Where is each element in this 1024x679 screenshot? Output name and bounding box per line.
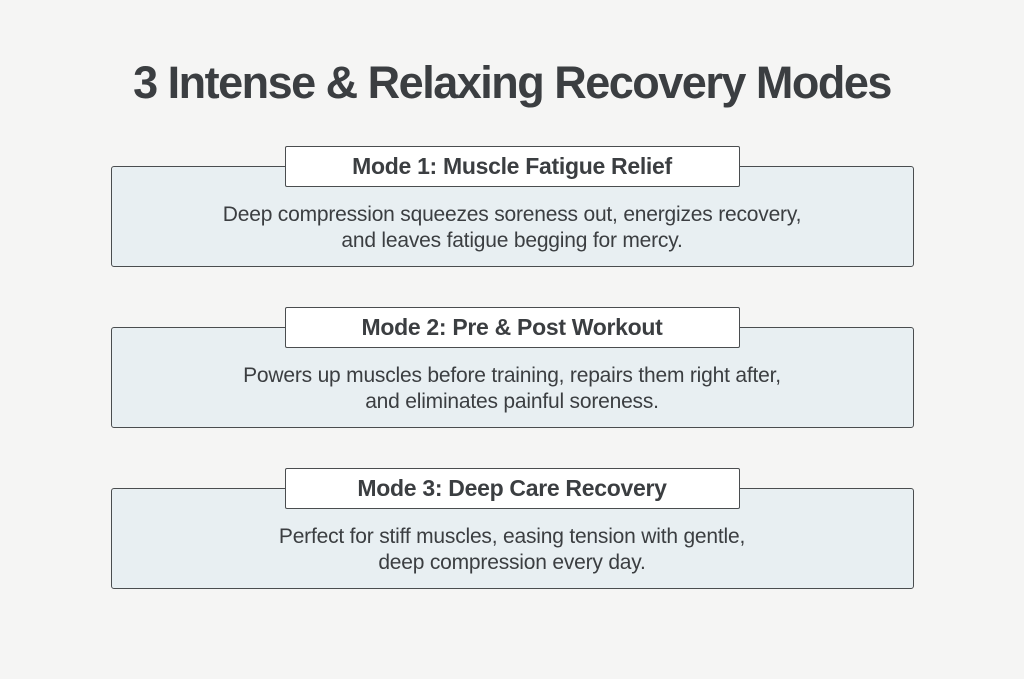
mode-3-badge-label: Mode 3: Deep Care Recovery — [357, 474, 667, 501]
mode-1-description-line-1: Deep compression squeezes soreness out, … — [222, 202, 802, 226]
mode-1-description-line-2: and leaves fatigue begging for mercy. — [341, 228, 683, 252]
page-title: 3 Intense & Relaxing Recovery Modes — [133, 57, 892, 108]
mode-2-description-line-1: Powers up muscles before training, repai… — [243, 363, 781, 387]
mode-3-description-line-2: deep compression every day. — [378, 550, 646, 574]
mode-2-badge: Mode 2: Pre & Post Workout — [284, 306, 740, 348]
mode-1-badge: Mode 1: Muscle Fatigue Relief — [284, 145, 740, 187]
mode-group-2: Mode 2: Pre & Post Workout Powers up mus… — [110, 306, 914, 428]
mode-2-badge-label: Mode 2: Pre & Post Workout — [361, 313, 663, 340]
mode-group-1: Mode 1: Muscle Fatigue Relief Deep compr… — [110, 145, 914, 267]
mode-2-description-line-2: and eliminates painful soreness. — [365, 389, 659, 413]
mode-group-3: Mode 3: Deep Care Recovery Perfect for s… — [110, 467, 914, 589]
mode-groups: Mode 1: Muscle Fatigue Relief Deep compr… — [0, 145, 1024, 589]
mode-1-badge-label: Mode 1: Muscle Fatigue Relief — [352, 152, 672, 179]
mode-3-description-line-1: Perfect for stiff muscles, easing tensio… — [278, 524, 746, 548]
mode-3-badge: Mode 3: Deep Care Recovery — [284, 467, 740, 509]
